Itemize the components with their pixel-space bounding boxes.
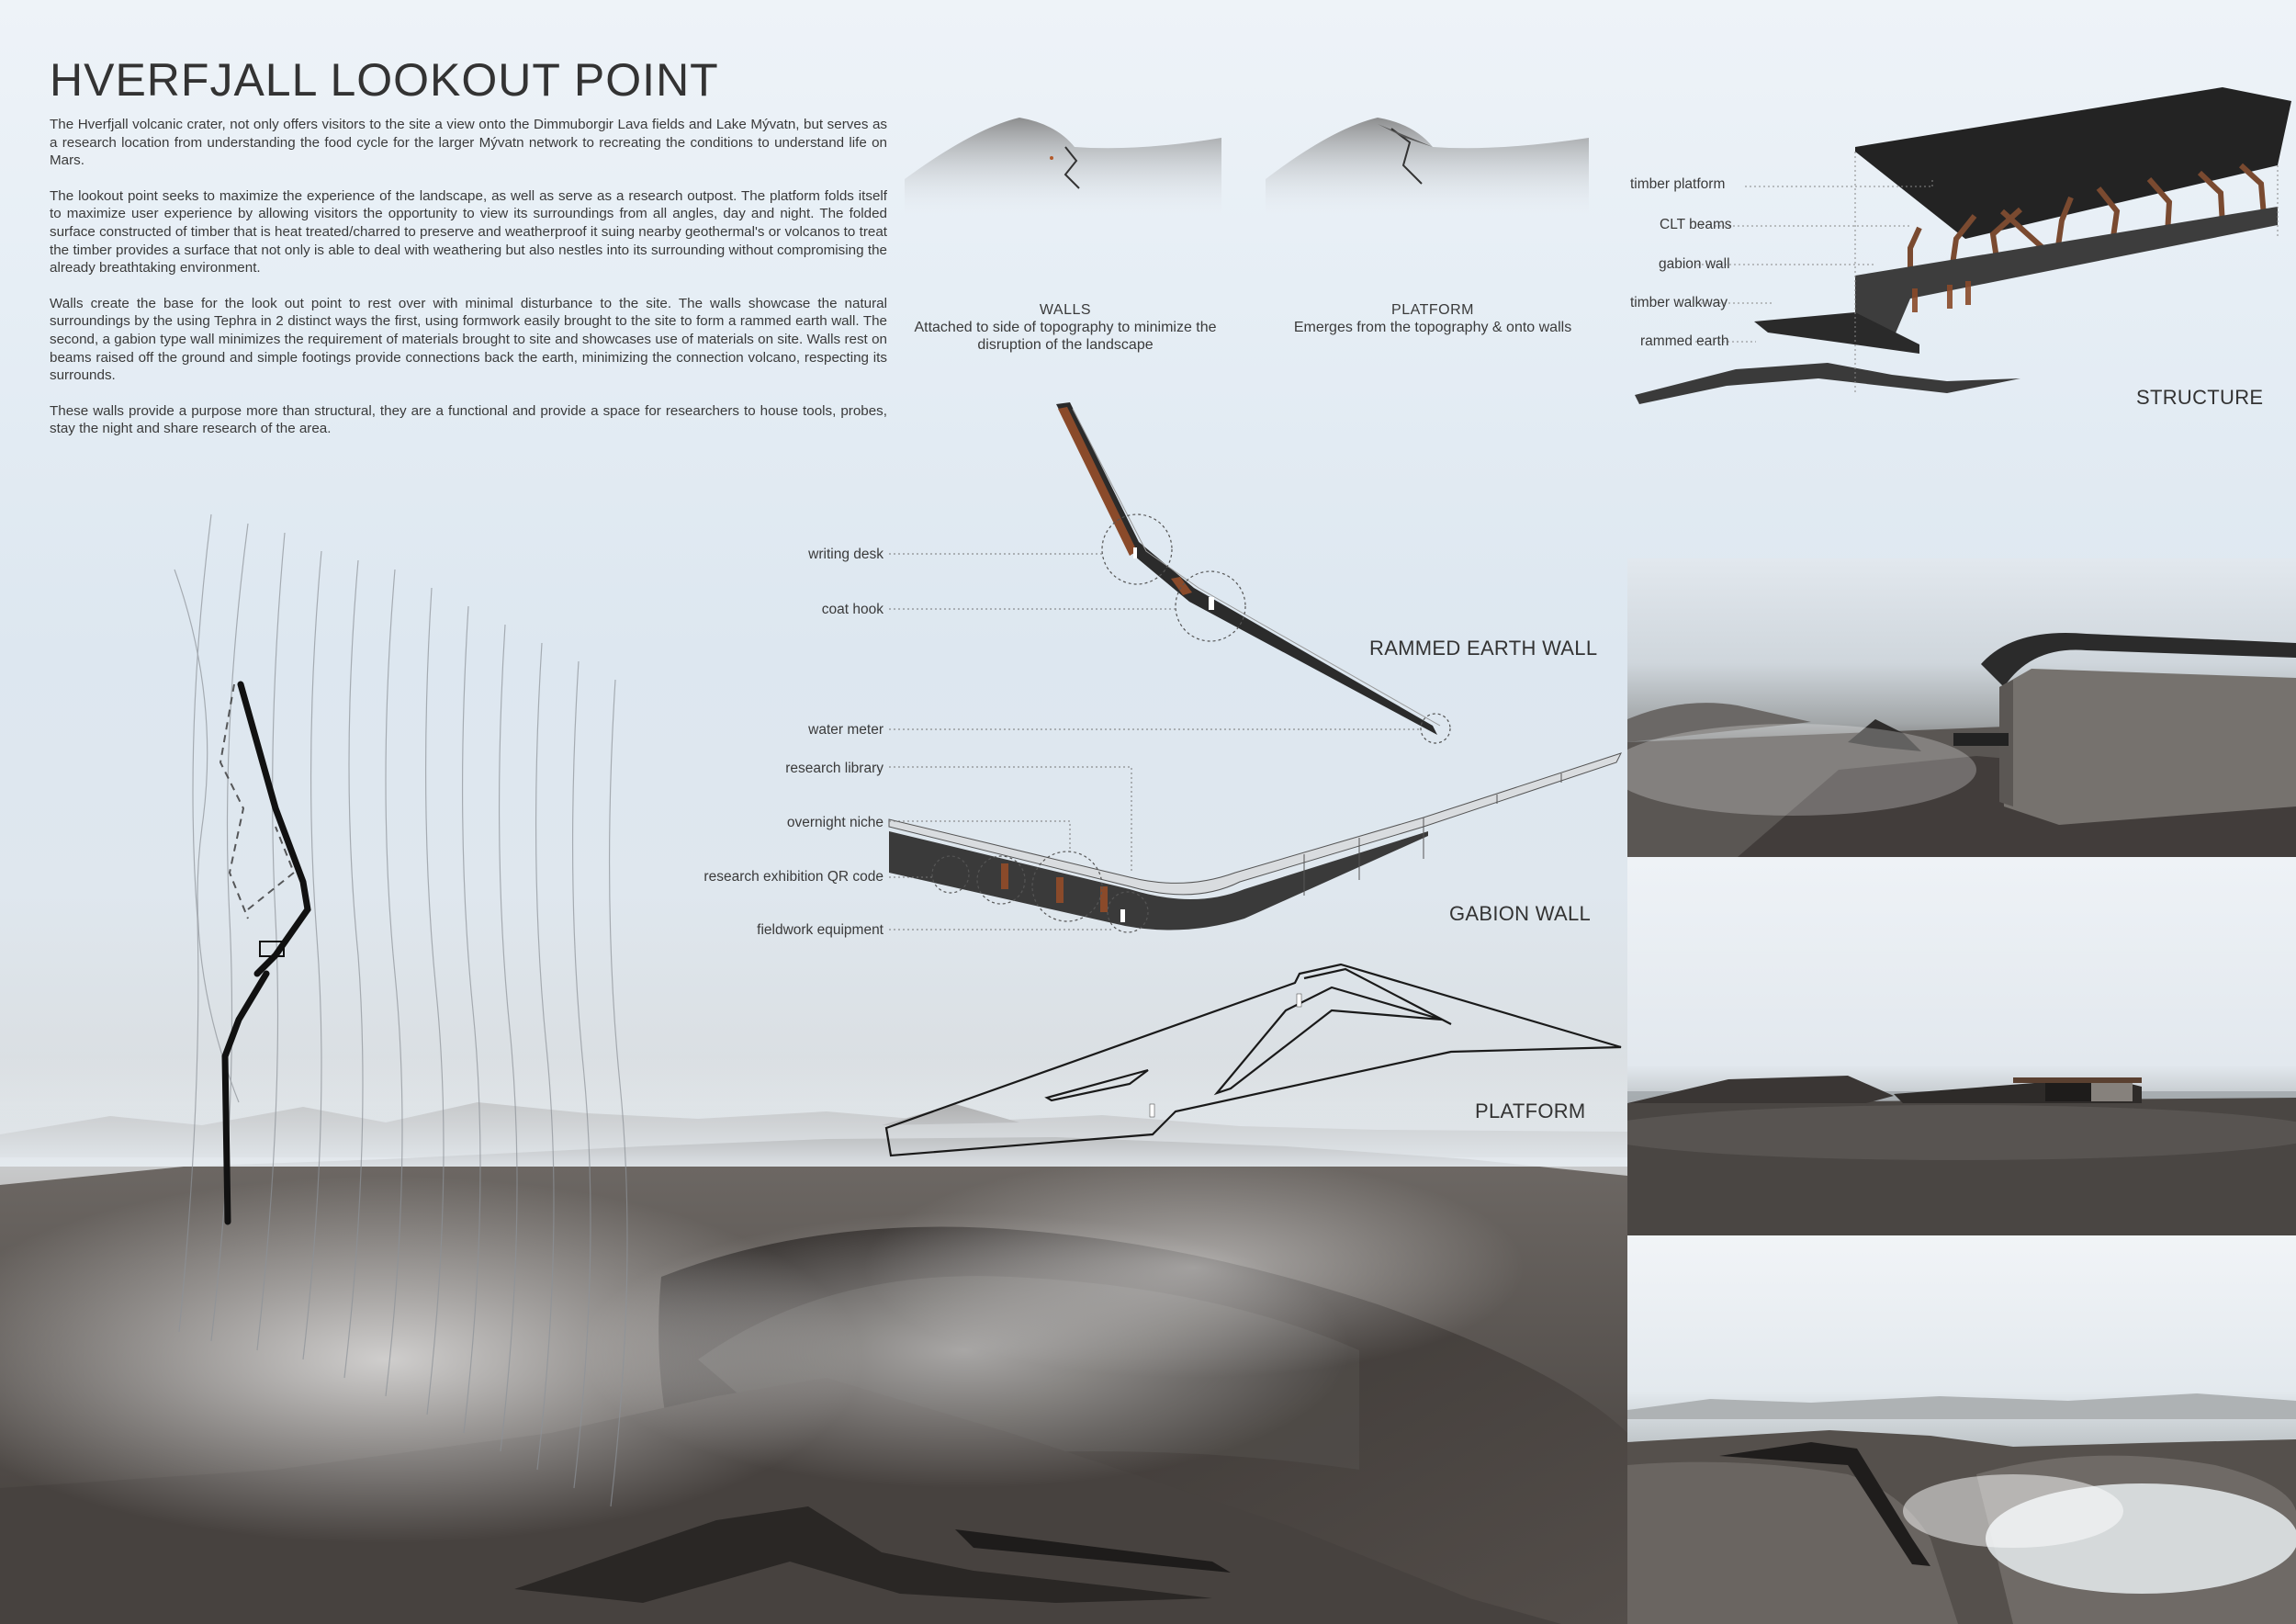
label-water-meter: water meter xyxy=(808,722,884,738)
intro-text: The Hverfjall volcanic crater, not only … xyxy=(50,116,887,456)
gabion-wall-layer xyxy=(1855,207,2278,342)
gabion-wall-drawing xyxy=(888,752,1622,933)
label-coat-hook: coat hook xyxy=(821,602,884,617)
platform-caption-text: Emerges from the topography & onto walls xyxy=(1293,320,1572,335)
platform-title: PLATFORM xyxy=(1475,1100,1586,1122)
intro-paragraph-3: Walls create the base for the look out p… xyxy=(50,295,887,384)
board-title: HVERFJALL LOOKOUT POINT xyxy=(50,54,719,106)
timber-walkway-layer xyxy=(1754,312,1919,354)
intro-paragraph-2: The lookout point seeks to maximize the … xyxy=(50,187,887,276)
platform-sketch xyxy=(1266,118,1589,216)
label-research-library: research library xyxy=(785,761,884,776)
structure-label-timber-walkway: timber walkway xyxy=(1630,295,1728,310)
label-research-exhibition-qr-code: research exhibition QR code xyxy=(703,869,884,885)
structure-label-gabion-wall: gabion wall xyxy=(1659,256,1730,272)
walls-caption: WALLS Attached to side of topography to … xyxy=(909,301,1221,354)
label-overnight-niche: overnight niche xyxy=(786,815,884,830)
structure-label-timber-platform: timber platform xyxy=(1630,176,1726,192)
intro-paragraph-1: The Hverfjall volcanic crater, not only … xyxy=(50,117,887,169)
label-writing-desk: writing desk xyxy=(808,547,884,562)
rendering-crater-view xyxy=(1627,1235,2296,1624)
structure-label-rammed-earth: rammed earth xyxy=(1640,333,1729,349)
label-fieldwork-equipment: fieldwork equipment xyxy=(757,922,884,938)
rendering-platform-horizon xyxy=(1627,857,2296,1235)
platform-caption: PLATFORM Emerges from the topography & o… xyxy=(1281,301,1584,336)
platform-caption-heading: PLATFORM xyxy=(1391,302,1474,318)
structure-title: STRUCTURE xyxy=(2136,386,2264,409)
walls-caption-text: Attached to side of topography to minimi… xyxy=(914,320,1217,353)
intro-paragraph-4: These walls provide a purpose more than … xyxy=(50,402,887,437)
rammed-earth-wall-title: RAMMED EARTH WALL xyxy=(1369,637,1598,660)
timber-platform-layer xyxy=(1855,87,2291,239)
rammed-earth-wall-drawing xyxy=(1056,402,1451,744)
site-plan xyxy=(221,681,311,1225)
rendering-gabion-wall-view xyxy=(1627,558,2296,857)
gabion-wall-title: GABION WALL xyxy=(1449,902,1592,925)
walls-sketch xyxy=(905,118,1221,216)
structure-label-clt-beams: CLT beams xyxy=(1660,217,1732,232)
platform-drawing xyxy=(884,963,1622,1157)
rammed-earth-layer xyxy=(1635,363,2020,404)
walls-caption-heading: WALLS xyxy=(1039,302,1092,318)
